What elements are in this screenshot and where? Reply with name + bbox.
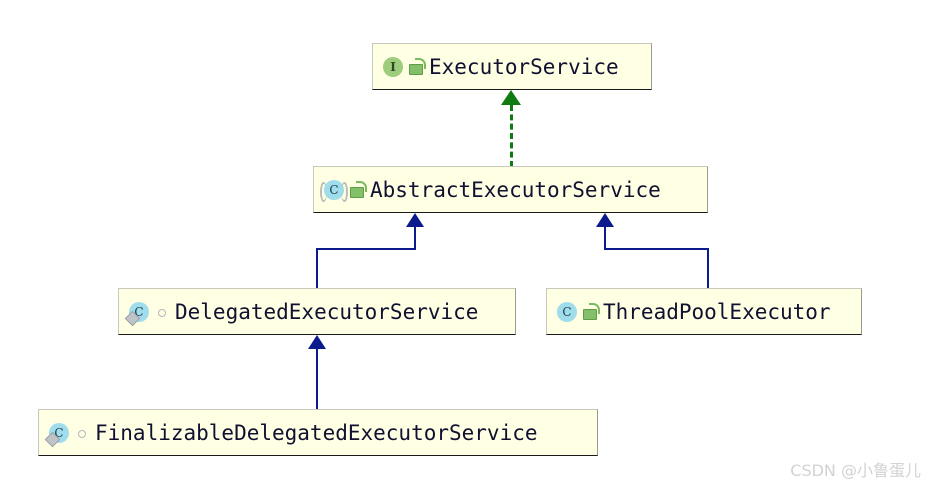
class-node-delegated-executor-service[interactable]: C DelegatedExecutorService xyxy=(118,288,516,335)
class-node-abstract-executor-service[interactable]: C AbstractExecutorService xyxy=(313,166,708,213)
class-node-label: ExecutorService xyxy=(429,54,619,79)
realization-arrowhead-interface xyxy=(501,90,521,105)
class-node-label: FinalizableDelegatedExecutorService xyxy=(95,420,538,445)
node-icons: C xyxy=(556,301,600,323)
abstract-class-icon: C xyxy=(320,179,348,202)
node-icons: I xyxy=(382,56,426,78)
class-icon: C xyxy=(556,301,578,323)
package-private-dot-icon xyxy=(155,302,171,322)
class-node-finalizable-delegated-executor-service[interactable]: C FinalizableDelegatedExecutorService xyxy=(38,409,598,456)
generalization-line-threadpool-vertical-bottom xyxy=(707,248,709,289)
generalization-line-finalizable-vertical xyxy=(316,349,318,410)
generalization-line-delegated-vertical-bottom xyxy=(316,248,318,289)
realization-line-abstract-to-interface xyxy=(510,105,513,167)
package-private-dot-icon xyxy=(75,423,91,443)
generalization-line-threadpool-vertical-top xyxy=(604,227,606,250)
public-unlocked-padlock-icon xyxy=(409,57,426,77)
watermark-text: CSDN @小鲁蛋儿 xyxy=(790,461,921,480)
static-nested-class-icon: C xyxy=(44,422,70,447)
generalization-arrowhead-abstract-left xyxy=(406,213,424,227)
class-node-label: AbstractExecutorService xyxy=(370,177,661,202)
public-unlocked-padlock-icon xyxy=(350,180,367,200)
generalization-line-threadpool-horizontal xyxy=(604,248,709,250)
generalization-line-delegated-horizontal xyxy=(316,248,416,250)
static-nested-class-icon: C xyxy=(124,301,150,326)
node-icons: C xyxy=(320,179,367,202)
class-node-label: DelegatedExecutorService xyxy=(175,299,479,324)
generalization-arrowhead-abstract-right xyxy=(596,213,614,227)
node-icons: C xyxy=(124,301,171,326)
class-node-executor-service[interactable]: I ExecutorService xyxy=(372,43,652,90)
node-icons: C xyxy=(44,422,91,447)
generalization-arrowhead-delegated xyxy=(308,335,326,349)
class-node-thread-pool-executor[interactable]: C ThreadPoolExecutor xyxy=(546,288,862,335)
public-unlocked-padlock-icon xyxy=(583,302,600,322)
class-node-label: ThreadPoolExecutor xyxy=(603,299,831,324)
generalization-line-delegated-vertical-top xyxy=(414,227,416,250)
interface-icon: I xyxy=(382,56,404,78)
